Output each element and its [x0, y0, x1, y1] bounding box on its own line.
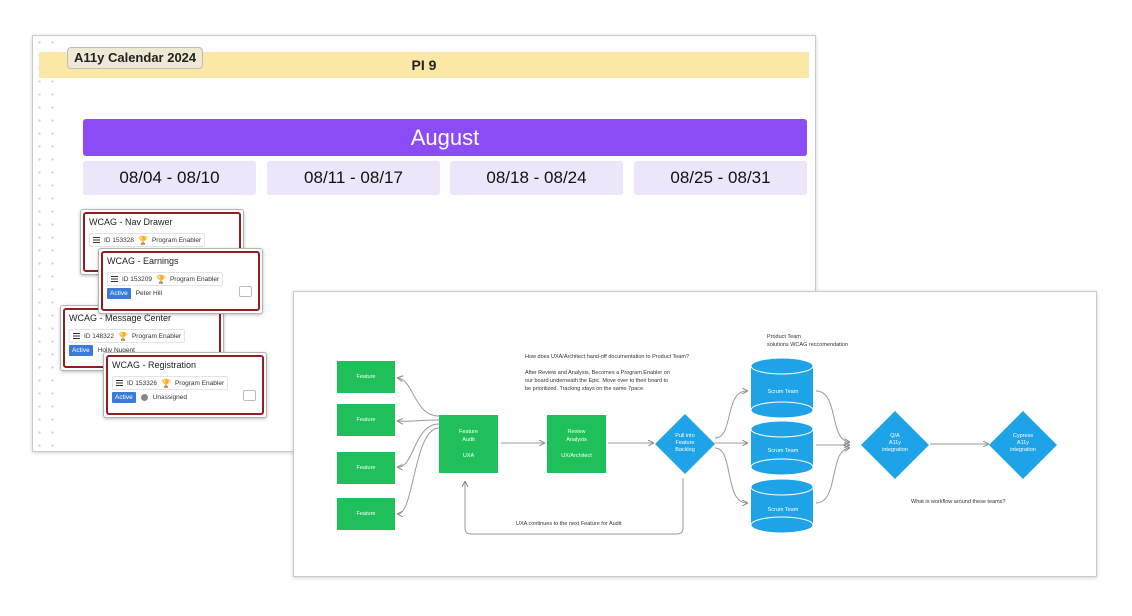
- card-status-row: Active Holly Nugent: [69, 345, 135, 356]
- trophy-icon: 🏆: [156, 274, 166, 284]
- card-meta: ID 148322 🏆 Program Enabler: [69, 329, 186, 343]
- card-type: Program Enabler: [174, 379, 225, 387]
- card-meta: ID 153326 🏆 Program Enabler: [112, 376, 229, 390]
- review-title-1: Review: [567, 429, 586, 435]
- scrum-team-label: Scrum Team: [767, 389, 799, 395]
- week-column-4: 08/25 - 08/31: [634, 161, 807, 195]
- trophy-icon: 🏆: [118, 331, 128, 341]
- handoff-answer-3: be prioritized. Tracking stays on the sa…: [525, 386, 645, 392]
- trophy-icon: 🏆: [138, 235, 148, 245]
- work-item-card[interactable]: WCAG - Earnings ID 153209 🏆 Program Enab…: [98, 248, 263, 314]
- comment-icon[interactable]: [239, 286, 252, 297]
- backlog-diamond: [655, 414, 715, 474]
- product-team-note-2: solutions WCAG reccomendation: [767, 342, 849, 348]
- feature-box: Feature: [337, 404, 395, 436]
- loop-note: UXA continues to the next Feature for Au…: [516, 521, 622, 527]
- review-title-2: Analysis: [566, 437, 587, 443]
- card-title: WCAG - Earnings: [107, 256, 179, 266]
- handoff-answer-2: our board underneath the Epic. Move over…: [525, 378, 669, 384]
- backlog-label: Pull into Feature Backlog: [675, 433, 695, 453]
- card-title: WCAG - Message Center: [69, 313, 172, 323]
- status-badge: Active: [107, 288, 131, 299]
- board-title[interactable]: A11y Calendar 2024: [67, 47, 204, 69]
- card-assignee: Unassigned: [152, 394, 188, 401]
- workflow-diagram: Feature Feature Feature Feature Feature …: [293, 291, 1097, 577]
- week-column-2: 08/11 - 08/17: [267, 161, 440, 195]
- review-analysis-box: Review Analysis UX/Architect: [547, 415, 606, 473]
- pi-label: PI 9: [411, 57, 437, 73]
- description-icon: [73, 333, 80, 339]
- status-badge: Active: [112, 392, 136, 403]
- card-title: WCAG - Registration: [112, 360, 197, 370]
- card-assignee: Peter Hill: [135, 290, 163, 297]
- card-type: Program Enabler: [151, 236, 202, 244]
- card-status-row: Active Unassigned: [112, 392, 187, 403]
- comment-icon[interactable]: [243, 390, 256, 401]
- handoff-question: How does UXA/Architect hand-off document…: [525, 354, 689, 360]
- status-badge: Active: [69, 345, 93, 356]
- week-column-3: 08/18 - 08/24: [450, 161, 623, 195]
- scrum-team-label: Scrum Team: [767, 448, 799, 454]
- description-icon: [111, 276, 118, 282]
- feature-box: Feature: [337, 498, 395, 530]
- description-icon: [116, 380, 123, 386]
- card-type: Program Enabler: [131, 332, 182, 340]
- feature-box: Feature: [337, 452, 395, 484]
- qa-label: Q/A A11y integration: [882, 433, 908, 453]
- handoff-answer-1: After Review and Analysis, Becomes a Pro…: [525, 370, 670, 376]
- connector-lines: [294, 292, 1096, 535]
- feature-box: Feature: [337, 361, 395, 393]
- workflow-question: What is workflow around these teams?: [911, 499, 1006, 505]
- card-title: WCAG - Nav Drawer: [89, 217, 173, 227]
- audit-title-2: Audit: [462, 437, 475, 443]
- trophy-icon: 🏆: [161, 378, 171, 388]
- work-item-card[interactable]: WCAG - Registration ID 153326 🏆 Program …: [103, 352, 267, 418]
- product-team-note-1: Product Team: [767, 334, 801, 340]
- cypress-label: Cypress A11y integration: [1010, 433, 1036, 453]
- feature-audit-box: Feature Audit UXA: [439, 415, 498, 473]
- audit-title-1: Feature: [459, 429, 478, 435]
- audit-owner: UXA: [462, 453, 475, 459]
- card-meta: ID 153328 🏆 Program Enabler: [89, 233, 206, 247]
- avatar-icon: [140, 394, 148, 401]
- card-type: Program Enabler: [169, 275, 220, 283]
- cypress-diamond: [989, 411, 1057, 479]
- card-assignee: Holly Nugent: [97, 347, 135, 354]
- card-id: ID 153328: [104, 236, 134, 244]
- scrum-team-cylinders: [750, 357, 814, 534]
- card-id: ID 148322: [84, 332, 114, 340]
- review-owner: UX/Architect: [561, 453, 592, 459]
- month-header: August: [83, 119, 807, 156]
- scrum-team-label: Scrum Team: [767, 507, 799, 513]
- card-meta: ID 153209 🏆 Program Enabler: [107, 272, 224, 286]
- description-icon: [93, 237, 100, 243]
- week-column-1: 08/04 - 08/10: [83, 161, 256, 195]
- card-status-row: Active Peter Hill: [107, 288, 162, 299]
- card-id: ID 153209: [122, 275, 152, 283]
- qa-diamond: [861, 411, 929, 479]
- card-id: ID 153326: [127, 379, 157, 387]
